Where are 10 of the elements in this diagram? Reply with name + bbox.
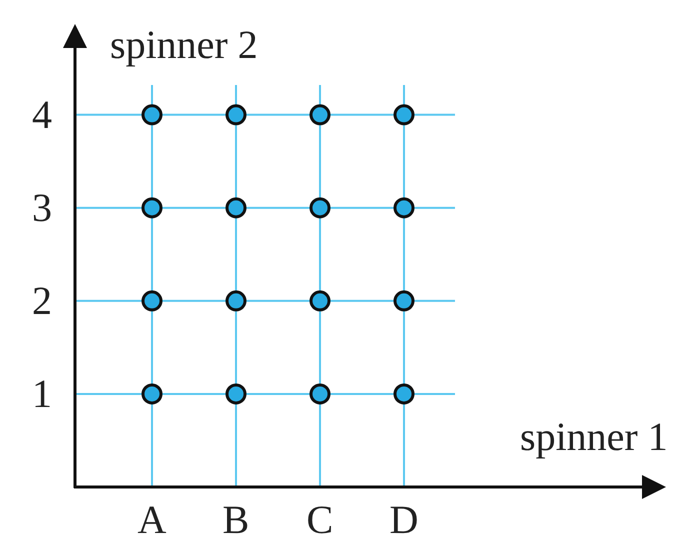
axis-tick-label: 2 <box>32 280 52 321</box>
axis-tick-label: 4 <box>32 94 52 135</box>
axis-tick-label: 1 <box>32 374 52 414</box>
axis-tick-label: C <box>306 500 334 540</box>
axis-tick-label: A <box>138 500 166 540</box>
axis-tick-label: B <box>222 500 250 540</box>
axis-title: spinner 1 <box>520 417 668 457</box>
axis-tick-label: 3 <box>32 188 52 228</box>
axis-tick-label: D <box>390 500 418 540</box>
axis-title: spinner 2 <box>110 25 258 65</box>
